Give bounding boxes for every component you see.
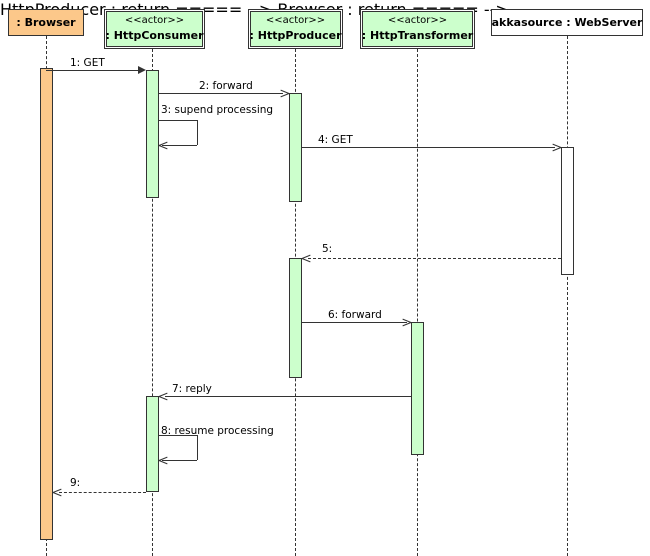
message-line-8-out: [159, 435, 197, 436]
message-arrowhead-2: [280, 89, 289, 98]
message-arrowhead-6: [402, 318, 411, 327]
lifeline-httptransformer: [417, 49, 418, 556]
message-arrowhead-7: [159, 392, 168, 401]
message-label-2: 2: forward: [199, 80, 253, 92]
participant-httpconsumer-label: : HttpConsumer: [105, 29, 204, 43]
message-label-6: 6: forward: [328, 309, 382, 321]
message-line-3-turn: [197, 120, 198, 145]
message-arrowhead-1: [138, 66, 146, 74]
message-arrowhead-3: [159, 141, 168, 150]
activation-browser[interactable]: [40, 68, 53, 540]
participant-webserver[interactable]: akkasource : WebServer: [491, 9, 643, 36]
activation-webserver-1[interactable]: [561, 147, 574, 275]
message-label-8: 8: resume processing: [161, 425, 274, 437]
message-line-7: [165, 396, 411, 397]
participant-httpproducer-stereotype: <<actor>>: [265, 14, 326, 26]
activation-httpconsumer-1[interactable]: [146, 70, 159, 198]
message-label-3: 3: supend processing: [161, 104, 274, 116]
message-arrowhead-5: [302, 254, 311, 263]
message-label-4: 4: GET: [318, 134, 353, 146]
participant-httptransformer-label: : HttpTransformer: [361, 29, 474, 43]
participant-browser-label: : Browser: [16, 15, 76, 29]
message-line-2: [159, 93, 283, 94]
lifeline-httpconsumer: [152, 49, 153, 556]
message-arrowhead-9: [53, 488, 62, 497]
participant-browser[interactable]: : Browser: [8, 9, 84, 36]
activation-httpproducer-2[interactable]: [289, 258, 302, 378]
message-line-6: [302, 322, 407, 323]
activation-httpconsumer-2[interactable]: [146, 396, 159, 492]
message-line-1: [46, 70, 140, 71]
message-label-9: 9:: [70, 477, 81, 489]
participant-httpconsumer-stereotype: <<actor>>: [124, 14, 185, 26]
message-label-5: 5:: [322, 243, 333, 255]
message-arrowhead-4: [552, 143, 561, 152]
activation-httptransformer-1[interactable]: [411, 322, 424, 455]
message-line-9: [59, 492, 146, 493]
lifeline-webserver: [567, 36, 568, 556]
message-line-3-out: [159, 120, 197, 121]
participant-httptransformer[interactable]: <<actor>> : HttpTransformer: [360, 9, 475, 49]
participant-httpproducer-label: : HttpProducer: [249, 29, 342, 43]
participant-httptransformer-stereotype: <<actor>>: [387, 14, 448, 26]
message-line-8-turn: [197, 435, 198, 460]
participant-httpconsumer[interactable]: <<actor>> : HttpConsumer: [104, 9, 205, 49]
message-line-5: [308, 258, 561, 259]
message-label-7: 7: reply: [172, 383, 212, 395]
message-label-1: 1: GET: [70, 57, 105, 69]
participant-webserver-label: akkasource : WebServer: [491, 15, 643, 29]
participant-httpproducer[interactable]: <<actor>> : HttpProducer: [248, 9, 343, 49]
message-line-4: [302, 147, 555, 148]
message-arrowhead-8: [159, 456, 168, 465]
message-line-8-in: [162, 460, 197, 461]
activation-httpproducer-1[interactable]: [289, 93, 302, 202]
message-line-3-in: [162, 145, 197, 146]
